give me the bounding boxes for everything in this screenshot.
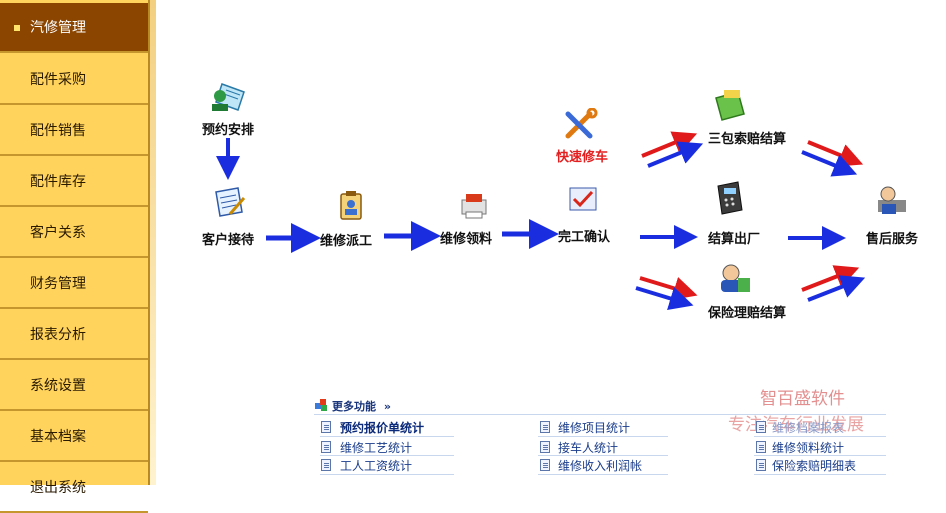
- link-revenue-profit-ledger[interactable]: 维修收入利润帐: [558, 459, 643, 473]
- sidebar-item-label: 配件采购: [30, 72, 86, 88]
- link-insurance-claim-detail[interactable]: 保险索赔明细表: [772, 459, 857, 473]
- flow-after-sales[interactable]: 售后服务: [866, 232, 919, 247]
- workflow-arrows: [216, 131, 866, 310]
- dispatch-icon: [340, 191, 362, 220]
- sidebar-item-basic-records[interactable]: 基本档案: [0, 412, 148, 462]
- sidebar-item-label: 客户关系: [30, 225, 86, 241]
- arrow-to-warranty: [641, 131, 704, 168]
- link-underline: [754, 436, 886, 437]
- link-underline: [320, 455, 454, 456]
- parts-requisition-icon: [461, 194, 487, 219]
- more-functions-icon: [315, 399, 327, 411]
- flow-checkout[interactable]: 结算出厂: [708, 232, 761, 247]
- link-underline: [538, 455, 668, 456]
- sidebar-item-label: 报表分析: [30, 327, 86, 343]
- flow-completion[interactable]: 完工确认: [558, 230, 611, 245]
- more-functions-divider: [314, 414, 886, 415]
- sidebar-divider: [150, 0, 156, 485]
- sidebar-item-finance[interactable]: 财务管理: [0, 259, 148, 309]
- flow-appointment[interactable]: 预约安排: [202, 123, 255, 138]
- link-underline: [754, 474, 886, 475]
- arrow-insurance-to-aftersales: [801, 265, 866, 302]
- link-wage-statistics[interactable]: 工人工资统计: [340, 459, 413, 473]
- warranty-claim-icon: [715, 90, 745, 121]
- flow-quick-repair[interactable]: 快速修车: [556, 150, 609, 165]
- sidebar: 汽修管理 配件采购 配件销售 配件库存 客户关系 财务管理 报表分析 系统设置 …: [0, 0, 150, 513]
- arrow-to-insurance: [635, 276, 698, 310]
- sidebar-item-customer-relations[interactable]: 客户关系: [0, 208, 148, 258]
- document-icon: [756, 421, 766, 433]
- appointment-icon: [212, 83, 245, 111]
- sidebar-item-label: 基本档案: [30, 429, 86, 445]
- flow-insurance-claim[interactable]: 保险理赔结算: [708, 306, 787, 321]
- sidebar-item-parts-sales[interactable]: 配件销售: [0, 106, 148, 156]
- document-icon: [756, 459, 766, 471]
- flow-dispatch[interactable]: 维修派工: [320, 234, 373, 249]
- link-underline: [754, 455, 886, 456]
- sidebar-item-label: 配件库存: [30, 174, 86, 190]
- link-repair-item-statistics[interactable]: 维修项目统计: [558, 421, 631, 435]
- sidebar-item-label: 汽修管理: [30, 20, 86, 36]
- active-bullet-icon: [14, 25, 20, 31]
- sidebar-item-reports[interactable]: 报表分析: [0, 310, 148, 360]
- link-parts-requisition-statistics[interactable]: 维修领料统计: [772, 441, 845, 455]
- sidebar-item-parts-purchase[interactable]: 配件采购: [0, 55, 148, 105]
- link-underline: [320, 436, 454, 437]
- double-chevron-icon: »: [383, 400, 391, 413]
- sidebar-item-system-settings[interactable]: 系统设置: [0, 361, 148, 411]
- checkout-terminal-icon: [717, 181, 743, 215]
- sidebar-item-parts-inventory[interactable]: 配件库存: [0, 157, 148, 207]
- link-repair-process-statistics[interactable]: 维修工艺统计: [340, 441, 413, 455]
- insurance-claim-icon: [721, 264, 750, 292]
- sidebar-item-label: 财务管理: [30, 276, 86, 292]
- document-icon: [540, 421, 550, 433]
- reception-icon: [215, 187, 246, 217]
- document-icon: [540, 459, 550, 471]
- arrow-warranty-to-aftersales: [801, 140, 864, 177]
- flow-warranty-claim[interactable]: 三包索赔结算: [708, 132, 787, 147]
- document-icon: [321, 421, 331, 433]
- completion-check-icon: [569, 187, 597, 211]
- sidebar-item-label: 配件销售: [30, 123, 86, 139]
- after-sales-icon: [878, 186, 906, 214]
- quick-repair-icon: [565, 108, 598, 139]
- more-functions-title[interactable]: 更多功能 »: [332, 398, 391, 414]
- flow-parts-requisition[interactable]: 维修领料: [440, 232, 493, 247]
- sidebar-item-repair-management[interactable]: 汽修管理: [0, 3, 148, 53]
- more-functions-label: 更多功能: [332, 400, 376, 413]
- flow-reception[interactable]: 客户接待: [202, 233, 255, 248]
- document-icon: [540, 441, 550, 453]
- document-icon: [321, 459, 331, 471]
- link-receiver-statistics[interactable]: 接车人统计: [558, 441, 619, 455]
- watermark-line-1: 智百盛软件: [760, 389, 845, 409]
- link-quote-statistics[interactable]: 预约报价单统计: [340, 421, 425, 435]
- link-underline: [320, 474, 454, 475]
- sidebar-item-label: 系统设置: [30, 378, 86, 394]
- document-icon: [321, 441, 331, 453]
- link-underline: [538, 436, 668, 437]
- link-underline: [538, 474, 668, 475]
- document-icon: [756, 441, 766, 453]
- link-repair-archive-report[interactable]: 维修档案报表: [772, 421, 845, 435]
